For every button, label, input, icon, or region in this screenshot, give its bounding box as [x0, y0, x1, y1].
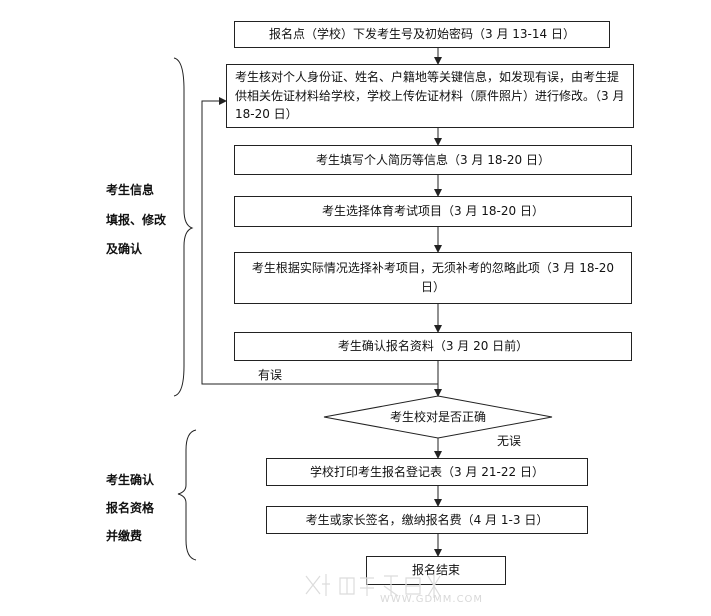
- step-makeup-exam-text: 考生根据实际情况选择补考项目，无须补考的忽略此项（3 月 18-20 日）: [251, 261, 615, 294]
- step-verify-info-text: 考生核对个人身份证、姓名、户籍地等关键信息，如发现有误，由考生提供相关佐证材料给…: [235, 70, 625, 122]
- step-makeup-exam: 考生根据实际情况选择补考项目，无须补考的忽略此项（3 月 18-20 日）: [234, 252, 632, 304]
- group2-line3: 并缴费: [106, 529, 143, 543]
- step-print-form: 学校打印考生报名登记表（3 月 21-22 日）: [266, 458, 588, 486]
- group1-line1: 考生信息: [106, 183, 155, 197]
- brace-group1: [173, 57, 194, 397]
- step-fill-resume-text: 考生填写个人简历等信息（3 月 18-20 日）: [316, 152, 550, 167]
- step-issue-credentials-text: 报名点（学校）下发考生号及初始密码（3 月 13-14 日）: [269, 27, 575, 42]
- group1-line3: 及确认: [106, 242, 143, 256]
- feedback-loop-arrow: [201, 97, 438, 385]
- group2-line2: 报名资格: [106, 501, 155, 515]
- group1-line2: 填报、修改: [106, 213, 167, 227]
- group2-line1: 考生确认: [106, 473, 155, 487]
- step-sign-pay-text: 考生或家长签名，缴纳报名费（4 月 1-3 日）: [305, 512, 549, 527]
- label-error: 有误: [258, 368, 283, 382]
- step-end: 报名结束: [366, 556, 506, 585]
- step-select-pe: 考生选择体育考试项目（3 月 18-20 日）: [234, 196, 632, 227]
- brace-group2: [177, 429, 197, 561]
- step-select-pe-text: 考生选择体育考试项目（3 月 18-20 日）: [322, 204, 544, 219]
- step-end-text: 报名结束: [411, 563, 460, 578]
- step-sign-pay: 考生或家长签名，缴纳报名费（4 月 1-3 日）: [266, 506, 588, 534]
- step-issue-credentials: 报名点（学校）下发考生号及初始密码（3 月 13-14 日）: [234, 21, 610, 48]
- step-print-form-text: 学校打印考生报名登记表（3 月 21-22 日）: [310, 464, 544, 479]
- step-verify-info: 考生核对个人身份证、姓名、户籍地等关键信息，如发现有误，由考生提供相关佐证材料给…: [226, 64, 634, 128]
- step-confirm-info-text: 考生确认报名资料（3 月 20 日前）: [337, 339, 529, 354]
- decision-diamond: [323, 395, 553, 439]
- step-confirm-info: 考生确认报名资料（3 月 20 日前）: [234, 332, 632, 361]
- label-ok: 无误: [497, 434, 522, 448]
- step-fill-resume: 考生填写个人简历等信息（3 月 18-20 日）: [234, 145, 632, 175]
- decision-text: 考生校对是否正确: [389, 410, 486, 424]
